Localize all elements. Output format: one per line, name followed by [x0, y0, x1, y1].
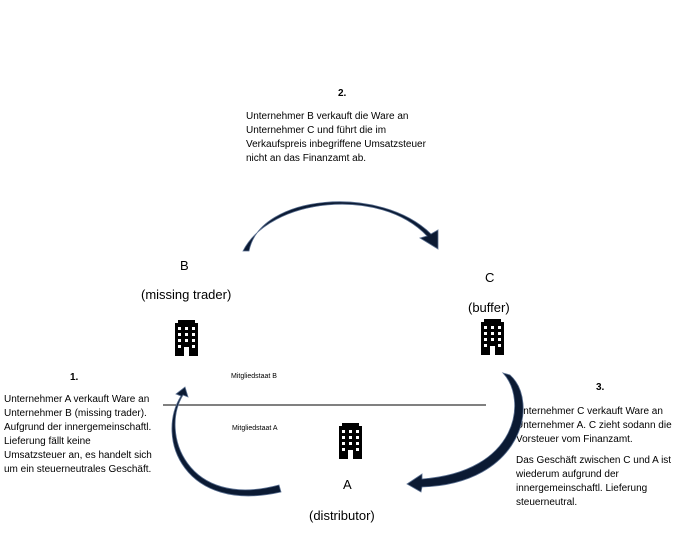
step-1-line: Unternehmer A verkauft Ware an: [4, 394, 150, 405]
office-building-icon: [339, 423, 362, 459]
arrow-a-to-b: [171, 386, 282, 497]
step-3-text: Unternehmer C verkauft Ware an Unternehm…: [516, 405, 698, 510]
arrow-b-to-c: [242, 201, 439, 252]
node-a-role: (distributor): [309, 508, 375, 523]
arrow-c-to-a: [406, 372, 524, 493]
node-b-letter: B: [180, 258, 189, 273]
node-a-letter: A: [343, 477, 352, 492]
step-3-line: Das Geschäft zwischen C und A ist: [516, 455, 672, 466]
office-building-icon: [481, 319, 504, 355]
office-building-icon: [175, 320, 198, 356]
step-1-number: 1.: [70, 372, 79, 383]
state-b-label: Mitgliedstaat B: [231, 373, 277, 380]
step-1-line: um ein steuerneutrales Geschäft.: [4, 464, 152, 475]
step-3-line: Unternehmer A. C zieht sodann die: [516, 420, 672, 431]
step-1-line: Lieferung fällt keine: [4, 436, 91, 447]
step-3-line: steuerneutral.: [516, 497, 578, 508]
step-3-line: Vorsteuer vom Finanzamt.: [516, 434, 633, 445]
node-c-letter: C: [485, 270, 495, 285]
step-2-line: Unternehmer C und führt die im: [246, 125, 387, 136]
step-2-number: 2.: [338, 88, 347, 99]
step-2-text: Unternehmer B verkauft die Ware an Unter…: [246, 110, 466, 166]
state-a-label: Mitgliedstaat A: [232, 425, 278, 432]
step-1-line: Umsatzsteuer an, es handelt sich: [4, 450, 152, 461]
step-1-line: Aufgrund der innergemeinschaftl.: [4, 422, 152, 433]
node-c-role: (buffer): [468, 300, 510, 315]
step-1-text: Unternehmer A verkauft Ware an Unternehm…: [4, 393, 164, 477]
step-3-line: innergemeinschaftl. Lieferung: [516, 483, 648, 494]
step-3-number: 3.: [596, 382, 605, 393]
step-3-line: Unternehmer C verkauft Ware an: [516, 406, 663, 417]
step-2-line: Unternehmer B verkauft die Ware an: [246, 111, 409, 122]
step-2-line: Verkaufspreis inbegriffene Umsatzsteuer: [246, 139, 426, 150]
step-3-line: wiederum aufgrund der: [516, 469, 619, 480]
node-b-role: (missing trader): [141, 287, 232, 302]
step-1-line: Unternehmer B (missing trader).: [4, 408, 147, 419]
step-2-line: nicht an das Finanzamt ab.: [246, 153, 367, 164]
